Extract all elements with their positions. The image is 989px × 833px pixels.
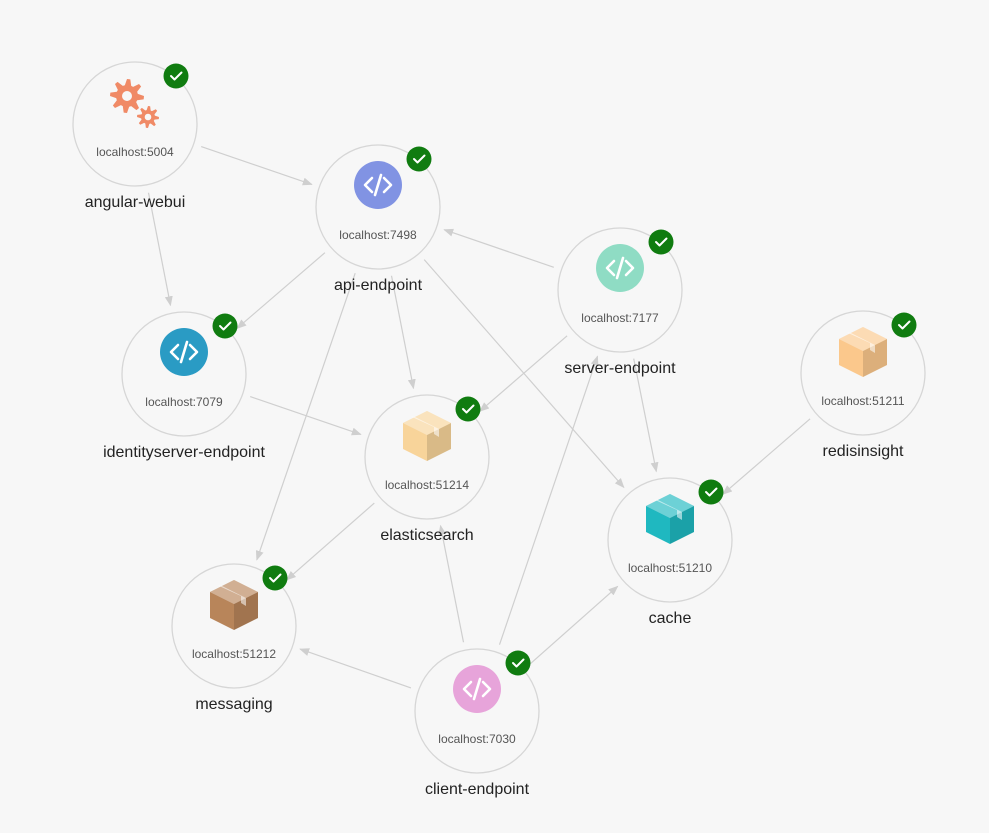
- status-ok-icon: [648, 229, 674, 255]
- connection-server-endpoint-to-cache: [633, 358, 659, 473]
- code-icon: [596, 244, 644, 292]
- resource-endpoint: localhost:7030: [438, 732, 516, 746]
- resource-name: identityserver-endpoint: [103, 444, 265, 461]
- resource-name: elasticsearch: [380, 527, 473, 544]
- connection-client-endpoint-to-server-endpoint: [498, 355, 599, 645]
- resource-node-cache[interactable]: localhost:51210 cache: [607, 477, 733, 627]
- resource-name: api-endpoint: [334, 277, 423, 294]
- status-ok-icon: [406, 146, 432, 172]
- code-icon: [354, 161, 402, 209]
- resource-endpoint: localhost:51212: [192, 647, 276, 661]
- resource-endpoint: localhost:51211: [821, 394, 905, 408]
- resource-name: redisinsight: [823, 443, 904, 460]
- resource-endpoint: localhost:51210: [628, 561, 712, 575]
- connection-redisinsight-to-cache: [722, 418, 811, 495]
- resource-node-angular-webui[interactable]: localhost:5004 angular-webui: [72, 61, 198, 211]
- connection-server-endpoint-to-api-endpoint: [443, 228, 554, 268]
- resource-node-client-endpoint[interactable]: localhost:7030 client-endpoint: [414, 648, 540, 798]
- resource-node-redisinsight[interactable]: localhost:51211 redisinsight: [800, 310, 926, 460]
- connection-angular-webui-to-identityserver-endpoint: [147, 192, 173, 307]
- package-icon: [403, 411, 451, 461]
- resource-node-messaging[interactable]: localhost:51212 messaging: [171, 563, 297, 713]
- connection-client-endpoint-to-messaging: [299, 648, 412, 689]
- resource-node-elasticsearch[interactable]: localhost:51214 elasticsearch: [364, 394, 490, 544]
- resources-layer: localhost:5004 angular-webui localhost:749…: [72, 61, 926, 798]
- resource-endpoint: localhost:5004: [96, 145, 174, 159]
- package-icon: [210, 580, 258, 630]
- package-icon: [839, 327, 887, 377]
- status-ok-icon: [262, 565, 288, 591]
- status-ok-icon: [163, 63, 189, 89]
- resource-name: server-endpoint: [564, 360, 676, 377]
- code-icon: [453, 665, 501, 713]
- resource-endpoint: localhost:7079: [145, 395, 223, 409]
- resource-name: messaging: [195, 696, 272, 713]
- resource-node-identityserver-endpoint[interactable]: localhost:7079 identityserver-endpoint: [103, 311, 265, 461]
- resource-ring: [72, 61, 198, 187]
- connection-api-endpoint-to-identityserver-endpoint: [236, 252, 326, 329]
- connection-client-endpoint-to-cache: [529, 585, 619, 666]
- connection-identityserver-endpoint-to-elasticsearch: [250, 396, 362, 436]
- connection-client-endpoint-to-elasticsearch: [438, 524, 465, 643]
- resource-name: cache: [649, 610, 692, 627]
- status-ok-icon: [455, 396, 481, 422]
- connection-api-endpoint-to-messaging: [255, 273, 356, 561]
- connection-server-endpoint-to-elasticsearch: [479, 335, 568, 412]
- resource-endpoint: localhost:51214: [385, 478, 469, 492]
- resource-endpoint: localhost:7177: [581, 311, 659, 325]
- connection-api-endpoint-to-elasticsearch: [390, 275, 416, 390]
- gears-icon: [110, 79, 159, 128]
- connection-elasticsearch-to-messaging: [285, 502, 375, 581]
- status-ok-icon: [891, 312, 917, 338]
- status-ok-icon: [212, 313, 238, 339]
- resource-node-server-endpoint[interactable]: localhost:7177 server-endpoint: [557, 227, 683, 377]
- status-ok-icon: [698, 479, 724, 505]
- code-icon: [160, 328, 208, 376]
- package-icon: [646, 494, 694, 544]
- resource-name: client-endpoint: [425, 781, 530, 798]
- resource-name: angular-webui: [85, 194, 186, 211]
- resource-endpoint: localhost:7498: [339, 228, 417, 242]
- resource-node-api-endpoint[interactable]: localhost:7498 api-endpoint: [315, 144, 441, 294]
- connection-angular-webui-to-api-endpoint: [201, 146, 313, 186]
- status-ok-icon: [505, 650, 531, 676]
- connections-layer: [147, 146, 811, 689]
